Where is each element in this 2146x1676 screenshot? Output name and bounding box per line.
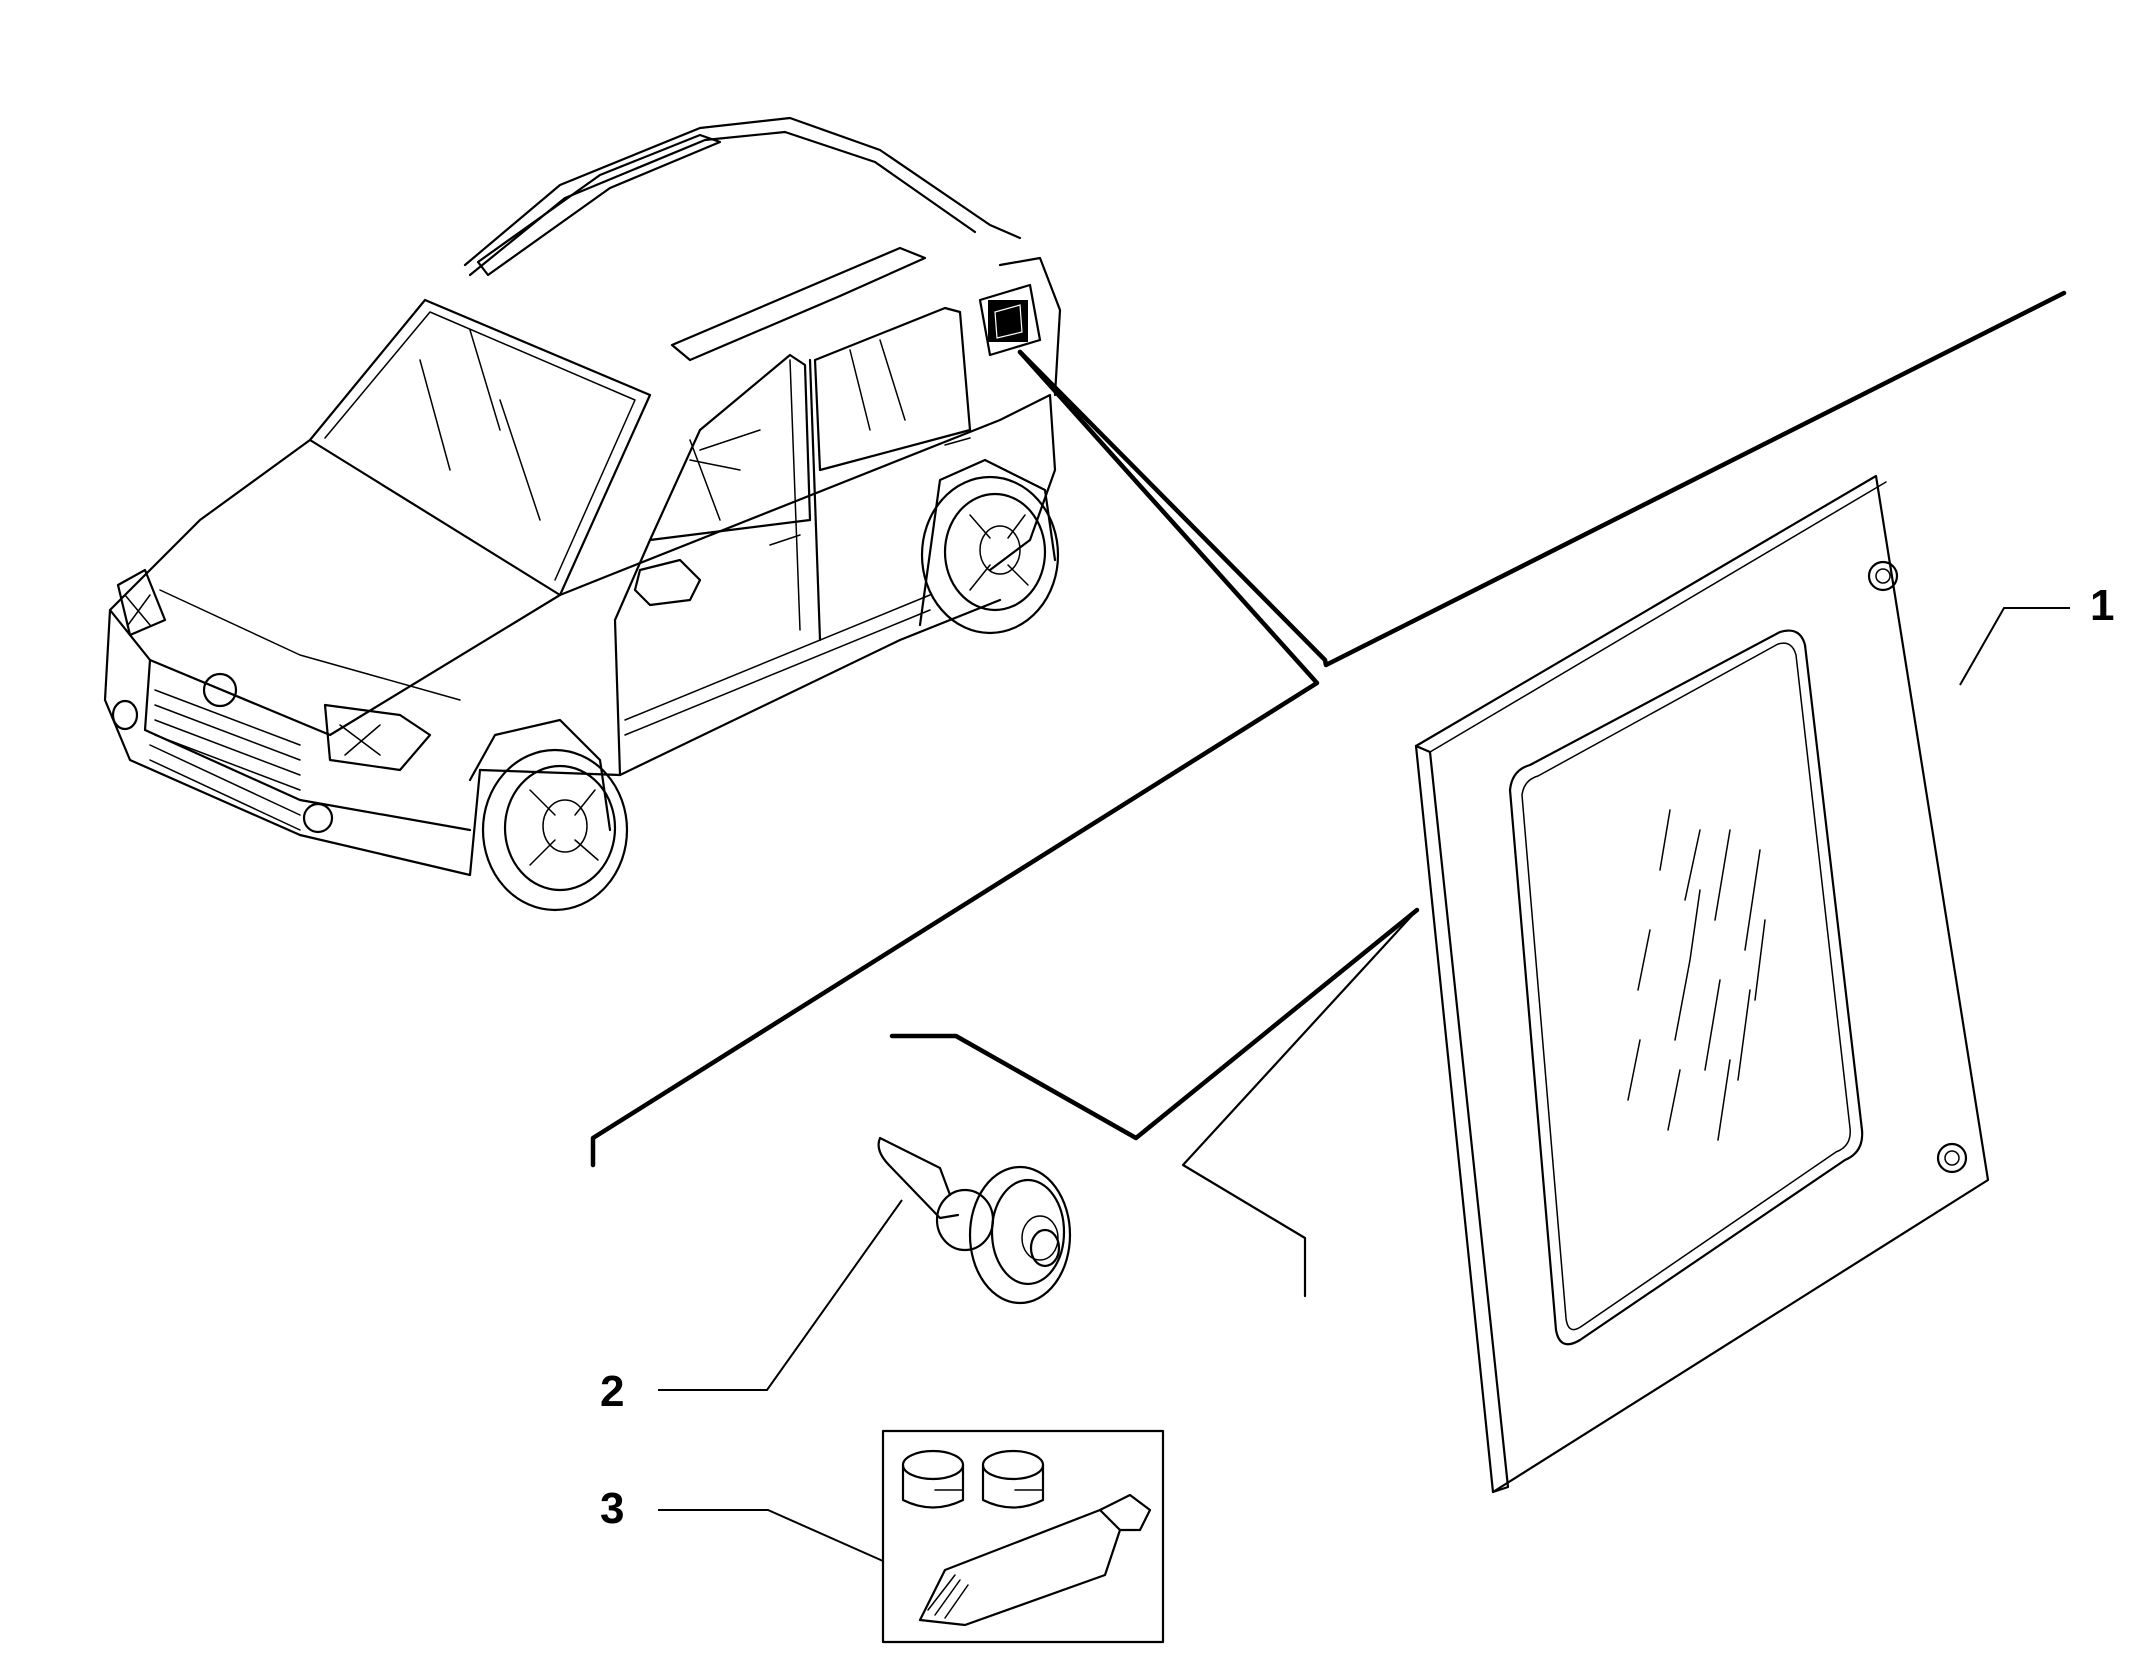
repair-kit-icon (881, 1429, 1165, 1644)
fastener-icon (877, 1136, 1072, 1305)
callout-1: 1 (1959, 581, 2114, 686)
callout-2: 2 (600, 1199, 903, 1416)
callout-3: 3 (600, 1484, 884, 1562)
callout-3-label: 3 (600, 1484, 624, 1533)
callout-1-label: 1 (2090, 581, 2114, 630)
car-illustration (103, 116, 1062, 912)
window-glass-icon (1414, 474, 1990, 1494)
callout-2-label: 2 (600, 1367, 624, 1416)
exploded-view-lines (590, 290, 2067, 1298)
